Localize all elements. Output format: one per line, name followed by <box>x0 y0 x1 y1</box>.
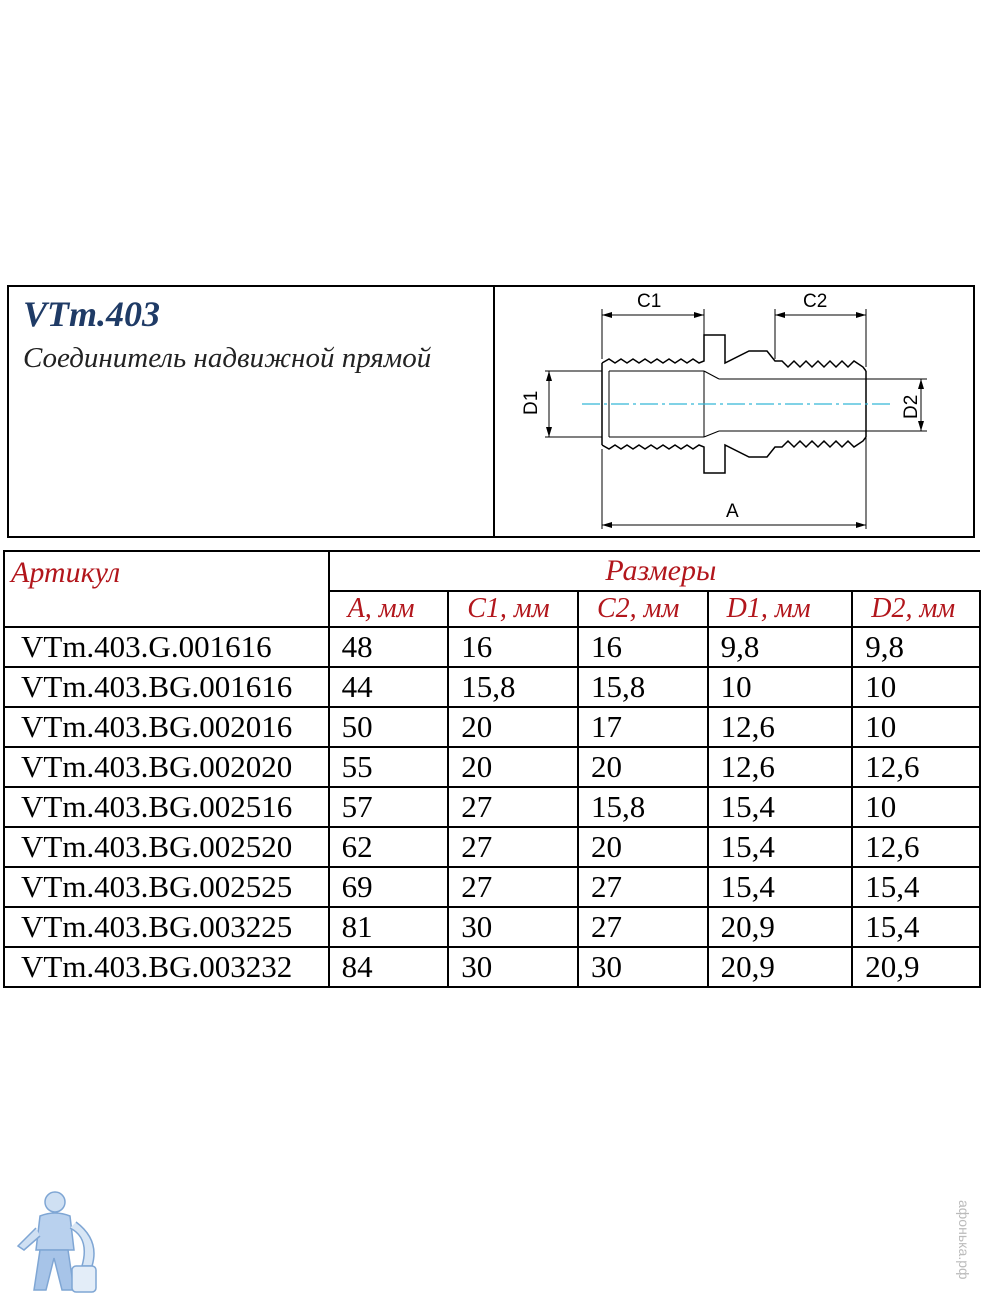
c1-cell: 27 <box>447 866 579 908</box>
c2-cell: 27 <box>576 906 709 948</box>
c2-cell: 15,8 <box>576 786 709 828</box>
fitting-lower-outline <box>601 436 867 474</box>
a-cell: 69 <box>327 866 450 908</box>
c2-label: C2 <box>803 291 827 312</box>
article-cell: VTm.403.BG.002020 <box>3 746 330 788</box>
d1-cell: 9,8 <box>706 626 854 668</box>
c1-cell: 27 <box>447 826 579 868</box>
specifications-table: Артикул Размеры A, мм C1, мм C2, мм D1, … <box>3 550 981 988</box>
c2-cell: 20 <box>576 826 709 868</box>
table-row: VTm.403.BG.003225 81 30 27 20,9 15,4 <box>3 906 981 948</box>
column-header-c2: C2, мм <box>576 590 709 628</box>
c2-cell: 17 <box>576 706 709 748</box>
article-cell: VTm.403.BG.001616 <box>3 666 330 708</box>
c2-cell: 30 <box>576 946 709 988</box>
product-code: VTm.403 <box>23 294 161 334</box>
a-cell: 44 <box>327 666 450 708</box>
d1-cell: 12,6 <box>706 746 854 788</box>
header-divider <box>493 287 495 536</box>
d1-cell: 15,4 <box>706 786 854 828</box>
a-cell: 81 <box>327 906 450 948</box>
a-cell: 62 <box>327 826 450 868</box>
d2-cell: 10 <box>851 786 981 828</box>
c1-cell: 27 <box>447 786 579 828</box>
a-cell: 84 <box>327 946 450 988</box>
d1-cell: 10 <box>706 666 854 708</box>
d1-cell: 15,4 <box>706 866 854 908</box>
sizes-group-header: Размеры <box>327 550 980 592</box>
c2-cell: 15,8 <box>576 666 709 708</box>
column-header-d2: D2, мм <box>851 590 981 628</box>
column-header-a: A, мм <box>327 590 450 628</box>
article-cell: VTm.403.BG.002016 <box>3 706 330 748</box>
article-column-header: Артикул <box>3 550 330 628</box>
column-header-row: A, мм C1, мм C2, мм D1, мм D2, мм <box>4 590 981 628</box>
d1-cell: 15,4 <box>706 826 854 868</box>
c2-cell: 20 <box>576 746 709 788</box>
d2-cell: 10 <box>851 706 981 748</box>
table-row: VTm.403.BG.002525 69 27 27 15,4 15,4 <box>3 866 981 908</box>
d2-cell: 15,4 <box>851 906 981 948</box>
d1-cell: 12,6 <box>706 706 854 748</box>
d2-cell: 15,4 <box>851 866 981 908</box>
a-cell: 55 <box>327 746 450 788</box>
table-row: VTm.403.BG.003232 84 30 30 20,9 20,9 <box>3 946 981 988</box>
site-watermark: афонька.рф <box>956 1200 972 1280</box>
table-row: VTm.403.BG.002020 55 20 20 12,6 12,6 <box>3 746 981 788</box>
c1-cell: 20 <box>447 706 579 748</box>
table-row: VTm.403.G.001616 48 16 16 9,8 9,8 <box>3 626 981 668</box>
a-cell: 57 <box>327 786 450 828</box>
c1-cell: 15,8 <box>447 666 579 708</box>
table-row: VTm.403.BG.002516 57 27 15,8 15,4 10 <box>3 786 981 828</box>
column-header-c1: C1, мм <box>447 590 579 628</box>
fitting-upper-outline <box>601 334 867 372</box>
c2-cell: 27 <box>576 866 709 908</box>
table-row: VTm.403.BG.001616 44 15,8 15,8 10 10 <box>3 666 981 708</box>
d1-cell: 20,9 <box>706 946 854 988</box>
article-cell: VTm.403.G.001616 <box>3 626 330 668</box>
d2-cell: 12,6 <box>851 826 981 868</box>
c1-cell: 16 <box>447 626 579 668</box>
c1-label: C1 <box>637 291 661 312</box>
product-header: VTm.403 Соединитель надвижной прямой C1 … <box>7 285 975 538</box>
c1-cell: 30 <box>447 946 579 988</box>
d1-cell: 20,9 <box>706 906 854 948</box>
article-cell: VTm.403.BG.002516 <box>3 786 330 828</box>
d2-cell: 20,9 <box>851 946 981 988</box>
c2-cell: 16 <box>576 626 709 668</box>
a-cell: 48 <box>327 626 450 668</box>
column-header-d1: D1, мм <box>706 590 854 628</box>
article-cell: VTm.403.BG.003225 <box>3 906 330 948</box>
c1-cell: 20 <box>447 746 579 788</box>
a-label: A <box>726 501 739 522</box>
plumber-mascot-logo <box>10 1188 100 1303</box>
table-row: VTm.403.BG.002016 50 20 17 12,6 10 <box>3 706 981 748</box>
product-description: Соединитель надвижной прямой <box>23 342 432 374</box>
technical-drawing: C1 C2 D1 D2 <box>497 287 975 541</box>
article-cell: VTm.403.BG.002525 <box>3 866 330 908</box>
article-cell: VTm.403.BG.003232 <box>3 946 330 988</box>
article-cell: VTm.403.BG.002520 <box>3 826 330 868</box>
c1-cell: 30 <box>447 906 579 948</box>
d1-label: D1 <box>521 391 542 415</box>
a-cell: 50 <box>327 706 450 748</box>
d2-cell: 9,8 <box>851 626 981 668</box>
table-row: VTm.403.BG.002520 62 27 20 15,4 12,6 <box>3 826 981 868</box>
d2-label: D2 <box>901 395 922 419</box>
d2-cell: 12,6 <box>851 746 981 788</box>
d2-cell: 10 <box>851 666 981 708</box>
